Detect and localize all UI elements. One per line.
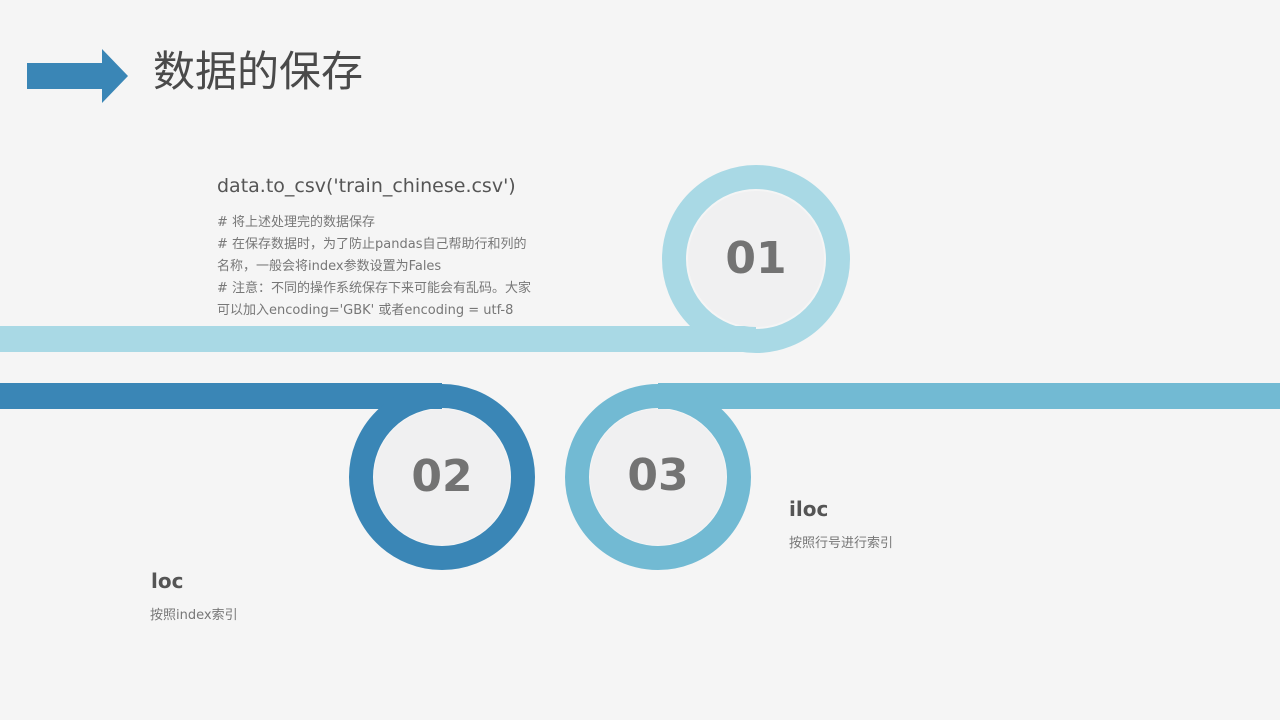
disc-01 [688,191,824,327]
page-title: 数据的保存 [153,47,364,96]
band-01 [0,326,756,352]
step-title-02: loc [151,569,184,593]
ring-01 [662,165,850,353]
disc-03 [590,409,726,545]
step-desc-03: 按照行号进行索引 [789,536,894,551]
disc-02 [374,409,510,545]
step-title-03: iloc [789,497,829,521]
ring-02 [349,384,535,570]
step-number-03: 03 [627,450,689,501]
right-arrow-icon [27,49,128,103]
step-desc-02: 按照index索引 [150,608,238,623]
desc-line: # 将上述处理完的数据保存 [217,215,376,230]
desc-line: # 在保存数据时，为了防止pandas自己帮助行和列的 [217,237,527,252]
step-number-02: 02 [411,451,473,502]
ring-03 [565,384,751,570]
desc-line: 名称，一般会将index参数设置为Fales [217,259,442,274]
step-title-01: data.to_csv('train_chinese.csv') [217,175,516,197]
band-03 [658,383,1280,409]
desc-line: # 注意：不同的操作系统保存下来可能会有乱码。大家 [217,281,532,296]
desc-line: 可以加入encoding='GBK' 或者encoding = utf-8 [217,303,514,318]
step-number-01: 01 [725,233,787,284]
band-02 [0,383,442,409]
step-desc-01: # 将上述处理完的数据保存 # 在保存数据时，为了防止pandas自己帮助行和列… [217,212,577,322]
